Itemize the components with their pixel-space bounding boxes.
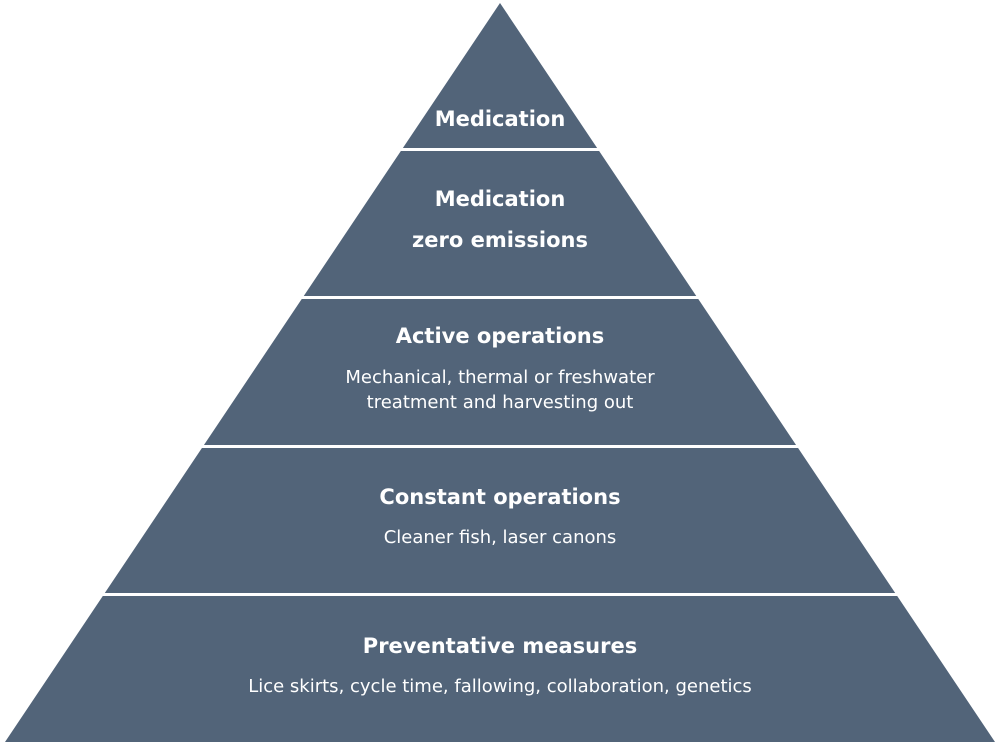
layer-1-title: Medication (434, 107, 566, 131)
layer-3-line-2: treatment and harvesting out (366, 392, 634, 413)
layer-3-line-1: Mechanical, thermal or freshwater (345, 367, 655, 388)
pyramid-layer-2 (303, 151, 697, 296)
pyramid-layer-4 (104, 448, 896, 593)
layer-4-title: Constant operations (379, 485, 621, 509)
layer-2-line-1: zero emissions (412, 228, 588, 252)
layer-2-title: Medication (434, 187, 566, 211)
pyramid-layer-3 (203, 299, 797, 445)
pyramid-layer-1 (402, 3, 598, 148)
pyramid-layer-5 (5, 596, 995, 742)
layer-4-line-1: Cleaner fish, laser canons (383, 527, 617, 548)
layer-3-title: Active operations (395, 324, 605, 348)
layer-5-title: Preventative measures (362, 634, 638, 658)
layer-5-line-1: Lice skirts, cycle time, fallowing, coll… (248, 676, 752, 697)
